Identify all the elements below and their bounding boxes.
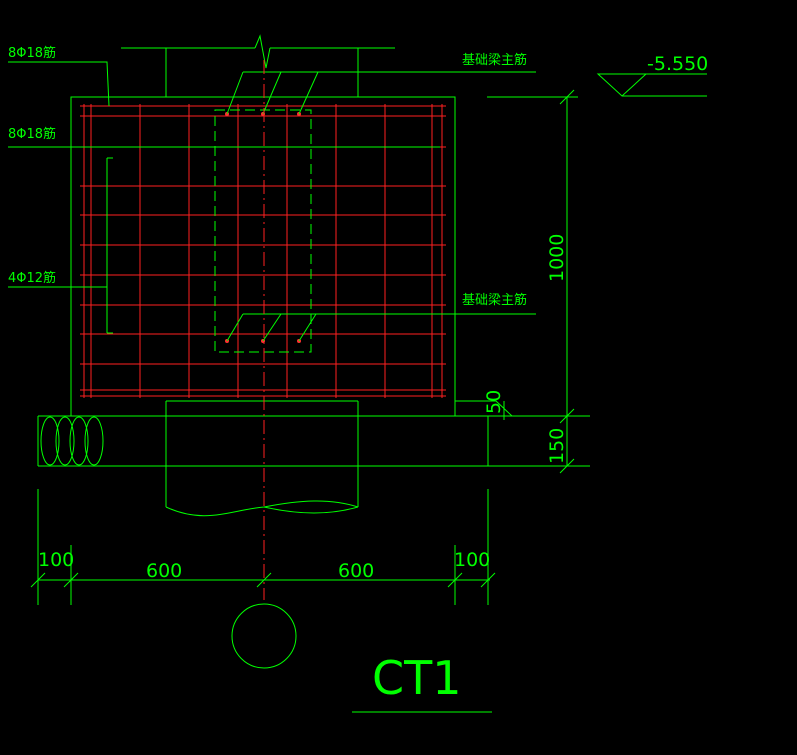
leader-lines-left: [8, 61, 440, 334]
column-dashed-outline: [214, 109, 312, 353]
dim-left-edge: 100: [38, 549, 74, 571]
dimension-right: [455, 89, 578, 474]
beam-main-bars-bottom: [225, 313, 536, 343]
label-beam-main-top: 基础梁主筋: [462, 52, 527, 68]
dimension-bottom: [30, 489, 496, 605]
beam-main-bars-top: [225, 71, 536, 116]
elevation-marker: [596, 73, 707, 97]
label-beam-main-bottom: 基础梁主筋: [462, 292, 527, 308]
dim-right: 600: [338, 560, 374, 582]
rebar-cage: [80, 104, 446, 398]
drawing-title: CT1: [372, 651, 461, 705]
label-side-rebar: 4Φ12筋: [8, 270, 56, 286]
column-outline: [121, 34, 395, 97]
label-elevation: -5.550: [647, 53, 708, 75]
pile-plan-symbol: [231, 603, 297, 669]
dim-height: 1000: [546, 234, 568, 282]
dim-cover: 50: [483, 390, 505, 414]
dim-left: 600: [146, 560, 182, 582]
dim-base: 150: [546, 428, 568, 464]
label-mid-rebar: 8Φ18筋: [8, 126, 56, 142]
base-layer: [37, 415, 590, 467]
pile-outline: [165, 400, 359, 517]
dim-right-edge: 100: [454, 549, 490, 571]
label-top-rebar: 8Φ18筋: [8, 45, 56, 61]
pile-cap-outline: [70, 96, 456, 417]
